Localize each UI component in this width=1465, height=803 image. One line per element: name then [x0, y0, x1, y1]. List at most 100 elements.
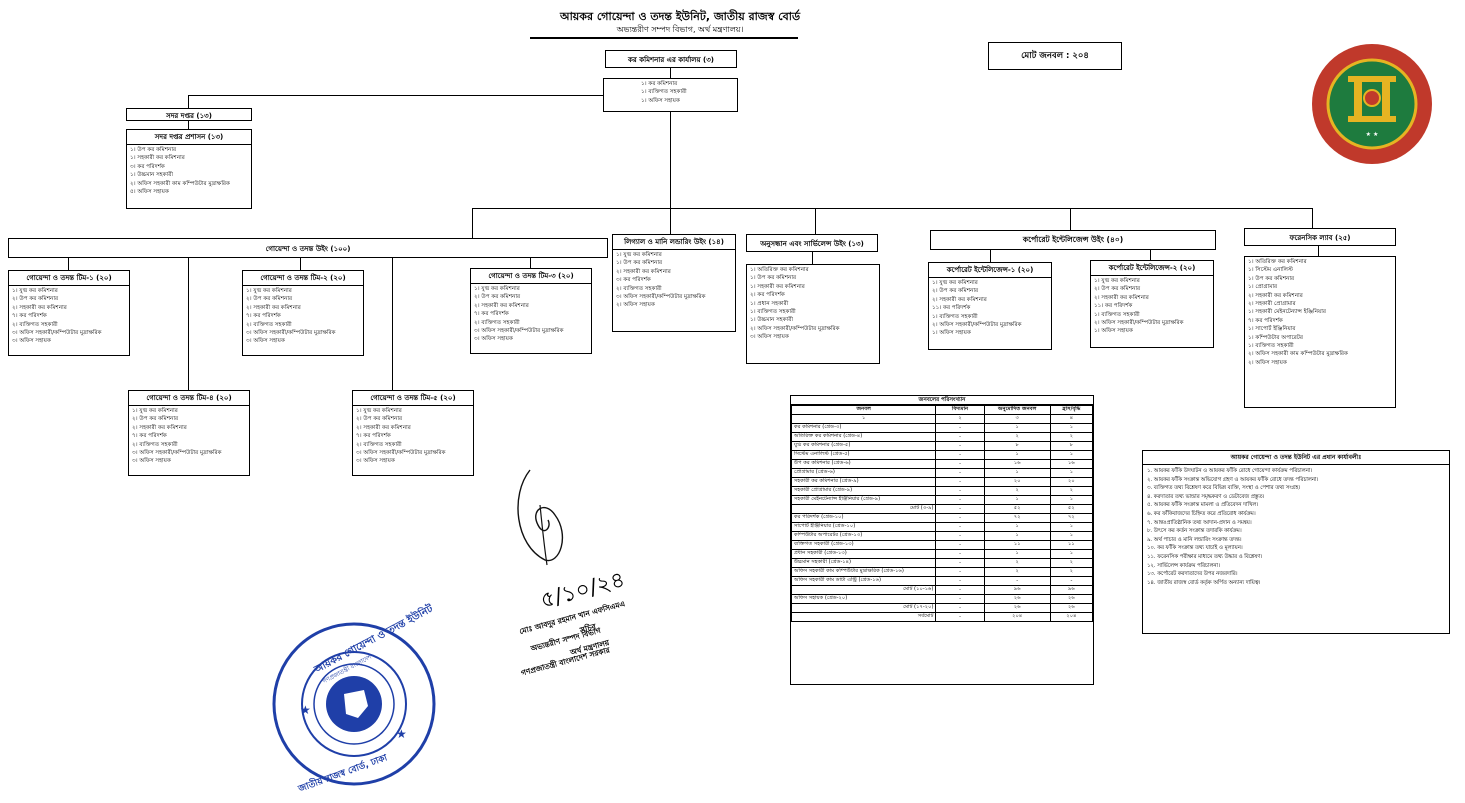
- table-cell: -: [935, 441, 985, 451]
- table-cell: ২: [983, 432, 1051, 442]
- table-cell: কর কমিশনার (গ্রেড-৩): [790, 423, 937, 433]
- list-item: ২। ব্যক্তিগত সহকারী: [356, 441, 402, 448]
- corporate-wing-title-box: কর্পোরেট ইন্টেলিজেন্স উইং (৪০): [930, 230, 1216, 250]
- connector: [670, 112, 671, 208]
- table-cell: ২০৪: [1049, 612, 1094, 622]
- forensic-lab-title-box: ফরেনসিক ল্যাব (২৫): [1244, 228, 1396, 246]
- list-item: ১। উচ্চমান সহকারী: [750, 317, 793, 324]
- table-cell: অতিরিক্ত কর কমিশনার (গ্রেড-৪): [790, 432, 937, 442]
- list-item: ৭। কর পরিদর্শক: [356, 433, 391, 440]
- list-item: ৩। অফিস সহকারী/কম্পিউটার মুদ্রাক্ষরিক: [246, 330, 336, 337]
- table-cell: ব্যক্তিগত সহকারী (গ্রেড-১৩): [790, 540, 937, 550]
- table-cell: ২০: [1049, 477, 1094, 487]
- list-item: ৭। কর পরিদর্শক: [246, 313, 281, 320]
- manpower-table: জনবল বিদ্যমান অনুমোদিত জনবল হ্রাস/বৃদ্ধি…: [790, 405, 1094, 622]
- connector: [1070, 208, 1071, 230]
- forensic-lab-title: ফরেনসিক ল্যাব (২৫): [1289, 234, 1351, 242]
- intel-team-5: গোয়েন্দা ও তদন্ত টিম-৫ (২০) ১। যুগ্ম কর…: [352, 390, 474, 476]
- table-cell: -: [935, 468, 985, 478]
- list-item: ৫। অফিস সহায়ক: [130, 189, 169, 196]
- hq-title: সদর দপ্তর (১৩): [166, 112, 212, 120]
- table-cell: ২: [1049, 567, 1094, 577]
- connector: [670, 68, 671, 78]
- index-cell: ২: [935, 414, 985, 424]
- table-cell: উচ্চমান সহকারী (গ্রেড-১৪): [790, 558, 937, 568]
- column-header: হ্রাস/বৃদ্ধি: [1049, 405, 1094, 415]
- table-cell: ২৬: [983, 594, 1051, 604]
- svg-text:★ ★: ★ ★: [1366, 131, 1379, 138]
- list-item: ১। সহকারী মেইনটেন্যান্স ইঞ্জিনিয়ার: [1248, 309, 1326, 316]
- list-item: ৩। কর পরিদর্শক: [130, 163, 165, 170]
- research-wing-title-box: অনুসন্ধান এবং সার্ভিলেন্স উইং (১৩): [746, 234, 878, 252]
- function-item: ১২. সার্ভিলেন্স কার্যক্রম পরিচালনা।: [1147, 562, 1220, 569]
- table-cell: ১: [983, 450, 1051, 460]
- list-item: ২। ব্যক্তিগত সহকারী: [616, 285, 662, 292]
- list-item: ১। সহকারী কর কমিশনার: [750, 283, 805, 290]
- list-item: ২। ব্যক্তিগত সহকারী: [474, 319, 520, 326]
- table-cell: -: [935, 531, 985, 541]
- function-item: ১১. ফরেনসিক পরীক্ষার মাধ্যমে তথ্য উদ্ধার…: [1147, 553, 1263, 560]
- team-title: কর্পোরেট ইন্টেলিজেন্স-১ (২০): [929, 263, 1051, 278]
- table-cell: ২: [983, 558, 1051, 568]
- table-cell: ২৬: [1049, 603, 1094, 613]
- hq-admin-title: সদর দপ্তর প্রশাসন (১৩): [127, 130, 251, 145]
- list-item: ৭। কর পরিদর্শক: [12, 313, 47, 320]
- table-cell: ২৬: [1049, 594, 1094, 604]
- table-cell: ১: [983, 468, 1051, 478]
- table-cell: -: [935, 522, 985, 532]
- list-item: ৩। অফিস সহায়ক: [132, 458, 171, 465]
- list-item: ২। অফিস সহকারী/কম্পিউটার মুদ্রাক্ষরিক: [750, 325, 840, 332]
- total-manpower: মোট জনবল : ২০৪: [1021, 51, 1089, 61]
- table-cell: -: [935, 495, 985, 505]
- function-item: ৮. উৎসে কর কর্তন সংক্রান্ত তদারকি কার্যক…: [1147, 528, 1242, 535]
- table-cell: ১১: [1049, 540, 1094, 550]
- list-item: ৭। কর পরিদর্শক: [132, 433, 167, 440]
- table-cell: ৮: [983, 441, 1051, 451]
- commissioner-title: কর কমিশনার এর কার্যালয় (৩): [628, 56, 714, 64]
- list-item: ৭। কর পরিদর্শক: [474, 311, 509, 318]
- table-cell: উপ কর কমিশনার (গ্রেড-৬): [790, 459, 937, 469]
- list-item: ২। সহকারী কর কমিশনার: [246, 304, 301, 311]
- table-cell: ৯৬: [1049, 585, 1094, 595]
- table-cell: ১: [1049, 450, 1094, 460]
- list-item: ২। ব্যক্তিগত সহকারী: [12, 321, 58, 328]
- legal-wing-title: লিগ্যাল ও মানি লন্ডারিং উইং (১৪): [613, 235, 735, 250]
- svg-text:★: ★: [396, 727, 407, 741]
- function-item: ২. আয়কর ফাঁকি সংক্রান্ত অভিযোগ গ্রহণ ও …: [1147, 476, 1319, 483]
- total-manpower-box: মোট জনবল : ২০৪: [988, 42, 1122, 70]
- list-item: ২। অফিস সহকারী কাম কম্পিউটার মুদ্রাক্ষরি…: [1248, 351, 1348, 358]
- list-item: ২। অফিস সহকারী/কম্পিউটার মুদ্রাক্ষরিক: [932, 322, 1022, 329]
- legal-wing-box: লিগ্যাল ও মানি লন্ডারিং উইং (১৪) ১। যুগ্…: [612, 234, 736, 332]
- table-index-row: ১ ২ ৩ ৪: [790, 414, 1094, 424]
- list-item: ৩। অফিস সহায়ক: [750, 334, 789, 341]
- list-item: ২। উপ কর কমিশনার: [246, 296, 293, 303]
- table-cell: সাপোর্ট ইঞ্জিনিয়ার (গ্রেড-১০): [790, 522, 937, 532]
- official-seal: ★ ★ আয়কর গোয়েন্দা ও তদন্ত ইউনিট গণপ্রজ…: [268, 604, 440, 795]
- connector: [812, 252, 813, 264]
- index-cell: ৪: [1049, 414, 1094, 424]
- list-item: ১। যুগ্ম কর কমিশনার: [616, 252, 662, 258]
- list-item: ১। অফিস সহায়ক: [932, 330, 971, 337]
- list-item: ২। অফিস সহায়ক: [616, 302, 655, 309]
- corporate-team-2: কর্পোরেট ইন্টেলিজেন্স-২ (২০) ১। যুগ্ম কর…: [1090, 260, 1214, 348]
- team-title: গোয়েন্দা ও তদন্ত টিম-১ (২০): [9, 271, 129, 286]
- table-cell: ১: [983, 423, 1051, 433]
- table-cell: -: [935, 612, 985, 622]
- intel-team-4: গোয়েন্দা ও তদন্ত টিম-৪ (২০) ১। যুগ্ম কর…: [128, 390, 250, 476]
- function-item: ৭. আন্তঃপ্রাতিষ্ঠানিক তথ্য আদান-প্রদান ও…: [1147, 519, 1252, 526]
- function-item: ১৪. জাতীয় রাজস্ব বোর্ড কর্তৃক অর্পিত অন…: [1147, 579, 1261, 586]
- list-item: ২। সহকারী কর কমিশনার: [1094, 294, 1149, 301]
- list-item: ১। উপ কর কমিশনার: [1248, 275, 1295, 282]
- list-item: ১। প্রোগ্রামার: [1248, 284, 1278, 291]
- index-cell: ১: [790, 414, 937, 424]
- table-cell: মোট (১০-১৬): [790, 585, 937, 595]
- table-cell: ১: [1049, 522, 1094, 532]
- signature-scribble-icon: [517, 469, 564, 566]
- svg-text:★: ★: [300, 703, 311, 717]
